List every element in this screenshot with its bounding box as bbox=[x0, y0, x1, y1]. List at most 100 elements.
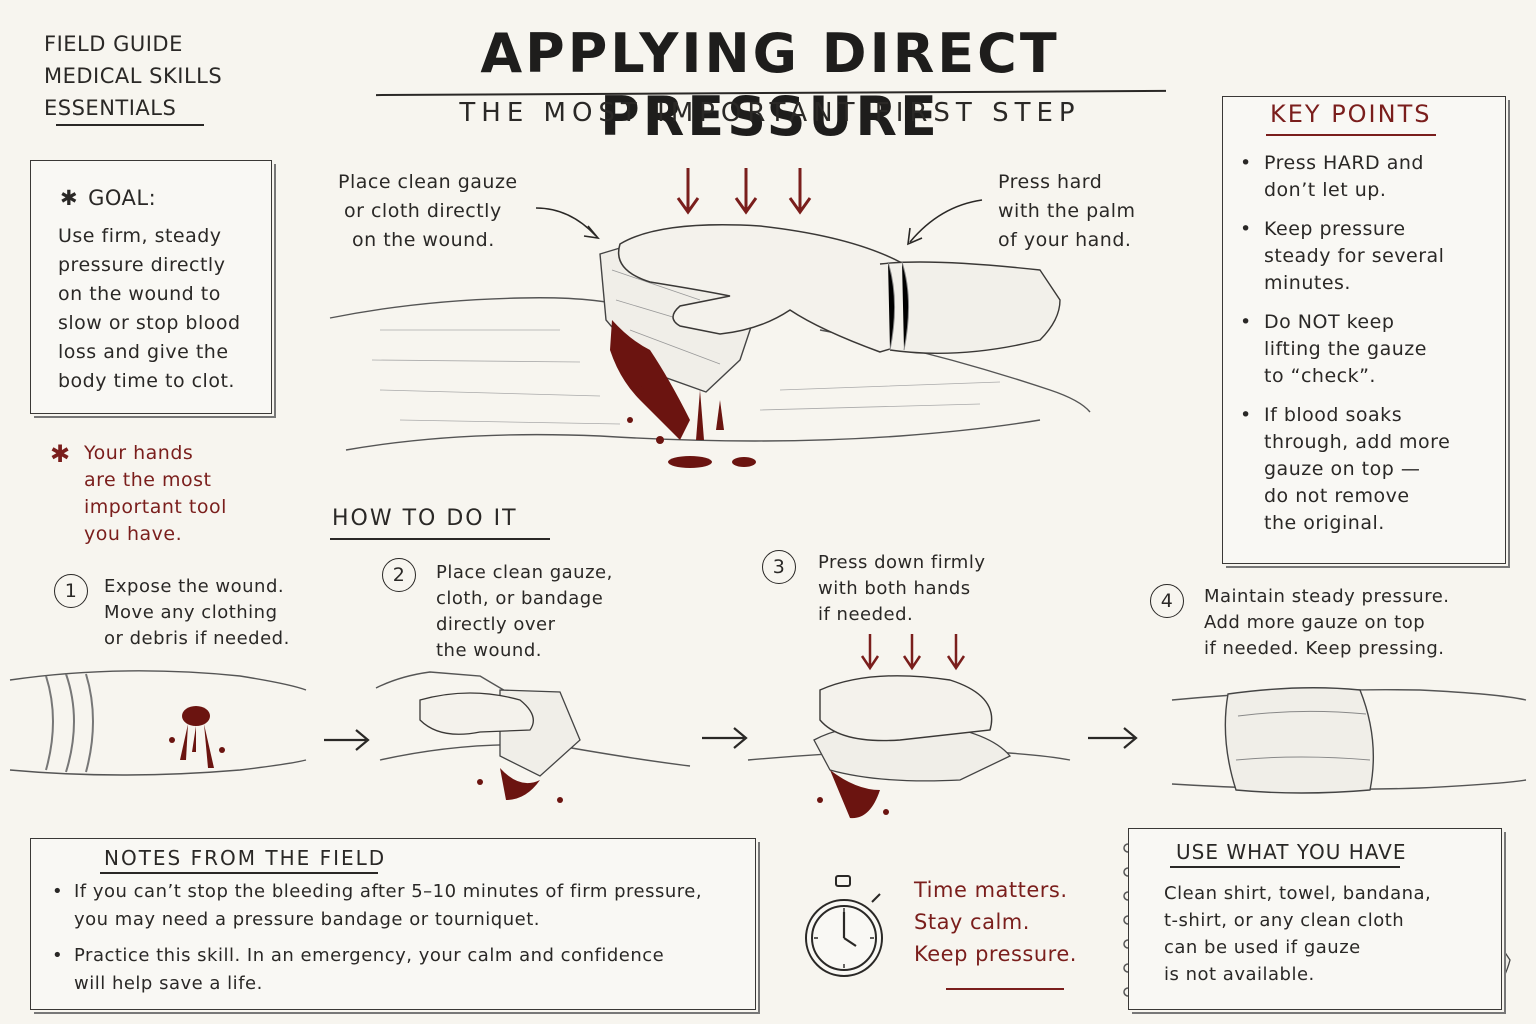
callout-line: Press hard bbox=[998, 171, 1103, 193]
note-line: If you can’t stop the bleeding after 5–1… bbox=[74, 881, 703, 902]
key-point-line: steady for several bbox=[1264, 245, 1445, 267]
step-line: or debris if needed. bbox=[104, 628, 290, 649]
step-number: 1 bbox=[54, 574, 88, 608]
key-points-underline bbox=[1266, 134, 1436, 136]
guide-label-line-2: MEDICAL SKILLS bbox=[44, 64, 223, 88]
stopwatch-icon bbox=[805, 875, 883, 977]
step-line: Press down firmly bbox=[818, 552, 986, 573]
key-point-line: do not remove bbox=[1264, 485, 1410, 507]
step-1-illustration bbox=[9, 670, 307, 776]
step-line: if needed. bbox=[818, 604, 914, 625]
key-point-line: Do NOT keep bbox=[1264, 311, 1395, 333]
step-2-text: Place clean gauze, cloth, or bandage dir… bbox=[436, 560, 613, 664]
notes-heading: NOTES FROM THE FIELD bbox=[104, 846, 387, 870]
step-line: the wound. bbox=[436, 640, 542, 661]
key-points-heading: KEY POINTS bbox=[1270, 100, 1432, 128]
arrow-right-icon bbox=[324, 727, 1138, 751]
callout-line: of your hand. bbox=[998, 229, 1132, 251]
asterisk-icon: ✱ bbox=[60, 186, 79, 210]
goal-text: Use firm, steady pressure directly on th… bbox=[58, 222, 268, 396]
tip-line: important tool bbox=[84, 496, 227, 518]
key-point-line: If blood soaks bbox=[1264, 404, 1403, 426]
time-note-line: Stay calm. bbox=[914, 910, 1030, 934]
use-line: can be used if gauze bbox=[1164, 937, 1361, 958]
step-1-text: Expose the wound. Move any clothing or d… bbox=[104, 574, 290, 652]
goal-heading-text: GOAL: bbox=[88, 186, 157, 210]
guide-label-line-3: ESSENTIALS bbox=[44, 96, 177, 120]
sleeve bbox=[879, 261, 1061, 355]
tip-line: Your hands bbox=[84, 442, 194, 464]
key-point-line: the original. bbox=[1264, 512, 1385, 534]
list-item: If you can’t stop the bleeding after 5–1… bbox=[48, 878, 738, 934]
list-item: Keep pressure steady for several minutes… bbox=[1236, 216, 1496, 297]
page-subtitle: THE MOST IMPORTANT FIRST STEP bbox=[459, 98, 1081, 128]
key-point-line: to “check”. bbox=[1264, 365, 1376, 387]
step-line: cloth, or bandage bbox=[436, 588, 604, 609]
gloved-hand bbox=[617, 224, 926, 353]
callout-line: or cloth directly bbox=[344, 200, 502, 222]
goal-heading: ✱ GOAL: bbox=[60, 186, 156, 210]
step-3-text: Press down firmly with both hands if nee… bbox=[818, 550, 986, 628]
hands-tip: Your hands are the most important tool y… bbox=[84, 440, 254, 548]
callout-line: Place clean gauze bbox=[338, 171, 518, 193]
tip-line: are the most bbox=[84, 469, 212, 491]
guide-label-line-1: FIELD GUIDE bbox=[44, 32, 183, 56]
palm-callout: Press hard with the palm of your hand. bbox=[998, 168, 1136, 255]
use-what-you-have-text: Clean shirt, towel, bandana, t-shirt, or… bbox=[1164, 880, 1434, 988]
step-line: with both hands bbox=[818, 578, 971, 599]
how-to-underline bbox=[330, 538, 550, 540]
time-note-line: Keep pressure. bbox=[914, 942, 1077, 966]
blood-stain bbox=[610, 320, 756, 468]
key-points-list: Press HARD and don’t let up. Keep pressu… bbox=[1236, 150, 1496, 549]
use-what-you-have-underline bbox=[1170, 866, 1400, 868]
key-point-line: Press HARD and bbox=[1264, 152, 1424, 174]
list-item: Practice this skill. In an emergency, yo… bbox=[48, 942, 738, 998]
bandage bbox=[1224, 687, 1375, 794]
note-line: you may need a pressure bandage or tourn… bbox=[74, 909, 540, 930]
key-point-line: minutes. bbox=[1264, 272, 1351, 294]
time-note-line: Time matters. bbox=[914, 878, 1068, 902]
goal-line: pressure directly bbox=[58, 254, 226, 276]
goal-box bbox=[30, 160, 272, 414]
callout-line: on the wound. bbox=[352, 229, 495, 251]
note-line: will help save a life. bbox=[74, 973, 263, 994]
step-4-illustration bbox=[1171, 687, 1527, 794]
asterisk-icon: ✱ bbox=[50, 440, 71, 468]
step-line: Move any clothing bbox=[104, 602, 278, 623]
use-line: Clean shirt, towel, bandana, bbox=[1164, 883, 1432, 904]
list-item: Press HARD and don’t let up. bbox=[1236, 150, 1496, 204]
gauze-callout: Place clean gauze or cloth directly on t… bbox=[338, 168, 518, 255]
step-number: 3 bbox=[762, 550, 796, 584]
list-item: If blood soaks through, add more gauze o… bbox=[1236, 402, 1496, 537]
key-point-line: through, add more bbox=[1264, 431, 1451, 453]
notes-list: If you can’t stop the bleeding after 5–1… bbox=[48, 878, 738, 1006]
goal-line: slow or stop blood bbox=[58, 312, 241, 334]
key-point-line: Keep pressure bbox=[1264, 218, 1406, 240]
time-note-underline bbox=[946, 988, 1064, 990]
time-note: Time matters. Stay calm. Keep pressure. bbox=[914, 874, 1077, 970]
goal-line: Use firm, steady bbox=[58, 225, 222, 247]
key-point-line: don’t let up. bbox=[1264, 179, 1387, 201]
step-line: Add more gauze on top bbox=[1204, 612, 1426, 633]
guide-label-underline bbox=[56, 124, 204, 126]
page-title: APPLYING DIRECT PRESSURE bbox=[480, 22, 1060, 148]
goal-line: body time to clot. bbox=[58, 370, 235, 392]
callout-arrow-icon bbox=[535, 207, 597, 237]
use-what-you-have-heading: USE WHAT YOU HAVE bbox=[1176, 840, 1407, 864]
use-line: is not available. bbox=[1164, 964, 1315, 985]
use-line: t-shirt, or any clean cloth bbox=[1164, 910, 1405, 931]
step-line: Expose the wound. bbox=[104, 576, 285, 597]
step-3-illustration bbox=[747, 634, 1071, 819]
step-2-illustration bbox=[375, 671, 691, 803]
how-to-heading: HOW TO DO IT bbox=[332, 506, 518, 531]
use-what-you-have-card bbox=[1128, 828, 1502, 1010]
step-line: directly over bbox=[436, 614, 556, 635]
step-line: if needed. Keep pressing. bbox=[1204, 638, 1445, 659]
pressure-arrow-icon bbox=[860, 634, 966, 671]
goal-line: on the wound to bbox=[58, 283, 221, 305]
callout-line: with the palm bbox=[998, 200, 1136, 222]
guide-label: FIELD GUIDE MEDICAL SKILLS ESSENTIALS bbox=[44, 28, 222, 124]
step-line: Maintain steady pressure. bbox=[1204, 586, 1450, 607]
callout-arrow-icon bbox=[909, 199, 983, 243]
key-point-line: gauze on top — bbox=[1264, 458, 1421, 480]
